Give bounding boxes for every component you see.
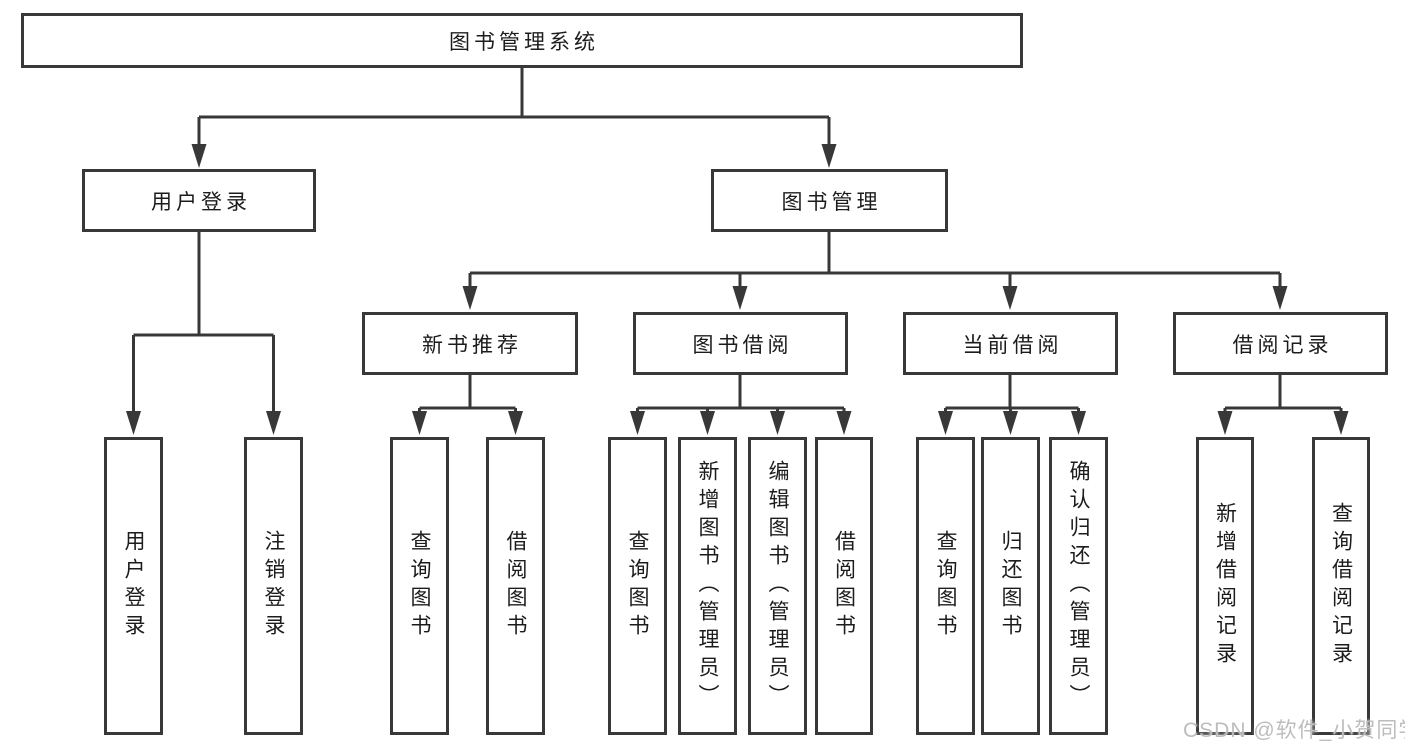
arrowhead — [1333, 411, 1349, 435]
arrowhead — [938, 411, 953, 435]
node-label: 查询图书 — [626, 530, 649, 642]
leaf-query-books-recommend: 查询图书 — [390, 437, 449, 735]
node-label: 编辑图书（管理员） — [766, 460, 789, 712]
node-label: 用户登录 — [122, 530, 145, 642]
leaf-add-borrow-record: 新增借阅记录 — [1196, 437, 1254, 735]
node-label: 用户登录 — [151, 190, 251, 214]
arrowhead — [1002, 286, 1018, 310]
node-label: 图书管理 — [781, 190, 882, 214]
node-label: 当前借阅 — [962, 333, 1063, 357]
leaf-query-books-current: 查询图书 — [916, 437, 975, 735]
leaf-query-books-borrowing: 查询图书 — [608, 437, 667, 735]
node-label: 借阅图书 — [832, 530, 856, 642]
node-label: 借阅图书 — [504, 530, 527, 642]
leaf-user-login: 用户登录 — [104, 437, 163, 735]
node-label: 图书管理系统 — [449, 30, 599, 54]
leaf-confirm-return-admin: 确认归还（管理员） — [1049, 437, 1108, 735]
arrowhead — [1003, 411, 1018, 435]
arrowhead — [732, 286, 748, 310]
node-label: 注销登录 — [262, 530, 285, 642]
leaf-return-books: 归还图书 — [981, 437, 1040, 735]
node-label: 归还图书 — [999, 530, 1022, 642]
node-book-management: 图书管理 — [711, 169, 948, 232]
arrowhead — [770, 411, 785, 435]
arrowhead — [191, 144, 207, 168]
arrowhead — [821, 144, 837, 168]
arrowhead — [508, 411, 523, 435]
node-label: 新增借阅记录 — [1213, 502, 1237, 670]
node-label: 图书借阅 — [692, 333, 793, 357]
arrowhead — [630, 411, 645, 435]
watermark: CSDN @软件_小贺同学 — [1183, 719, 1405, 742]
leaf-edit-book-admin: 编辑图书（管理员） — [748, 437, 807, 735]
arrowhead — [700, 411, 715, 435]
node-label: 查询借阅记录 — [1329, 502, 1353, 670]
node-borrowing-records: 借阅记录 — [1173, 312, 1388, 375]
arrowhead — [126, 411, 141, 435]
leaf-borrow-books-recommend: 借阅图书 — [486, 437, 545, 735]
node-current-borrowing: 当前借阅 — [903, 312, 1118, 375]
arrowhead — [462, 286, 478, 310]
node-new-book-recommendation: 新书推荐 — [362, 312, 578, 375]
node-label: 借阅记录 — [1232, 333, 1333, 357]
node-label: 新增图书（管理员） — [696, 460, 719, 712]
node-label: 确认归还（管理员） — [1067, 460, 1090, 712]
arrowhead — [1217, 411, 1233, 435]
arrowhead — [1071, 411, 1086, 435]
leaf-add-book-admin: 新增图书（管理员） — [678, 437, 737, 735]
leaf-logout: 注销登录 — [244, 437, 303, 735]
node-book-borrowing: 图书借阅 — [633, 312, 848, 375]
node-label: 新书推荐 — [422, 333, 522, 357]
node-label: 查询图书 — [408, 530, 431, 642]
arrowhead — [836, 411, 852, 435]
leaf-borrow-books-borrowing: 借阅图书 — [815, 437, 873, 735]
node-library-management-system: 图书管理系统 — [21, 13, 1023, 68]
node-label: 查询图书 — [934, 530, 957, 642]
arrowhead — [266, 411, 281, 435]
arrowhead — [412, 411, 427, 435]
node-user-login: 用户登录 — [82, 169, 316, 232]
leaf-query-borrow-record: 查询借阅记录 — [1312, 437, 1370, 735]
arrowhead — [1272, 286, 1288, 310]
